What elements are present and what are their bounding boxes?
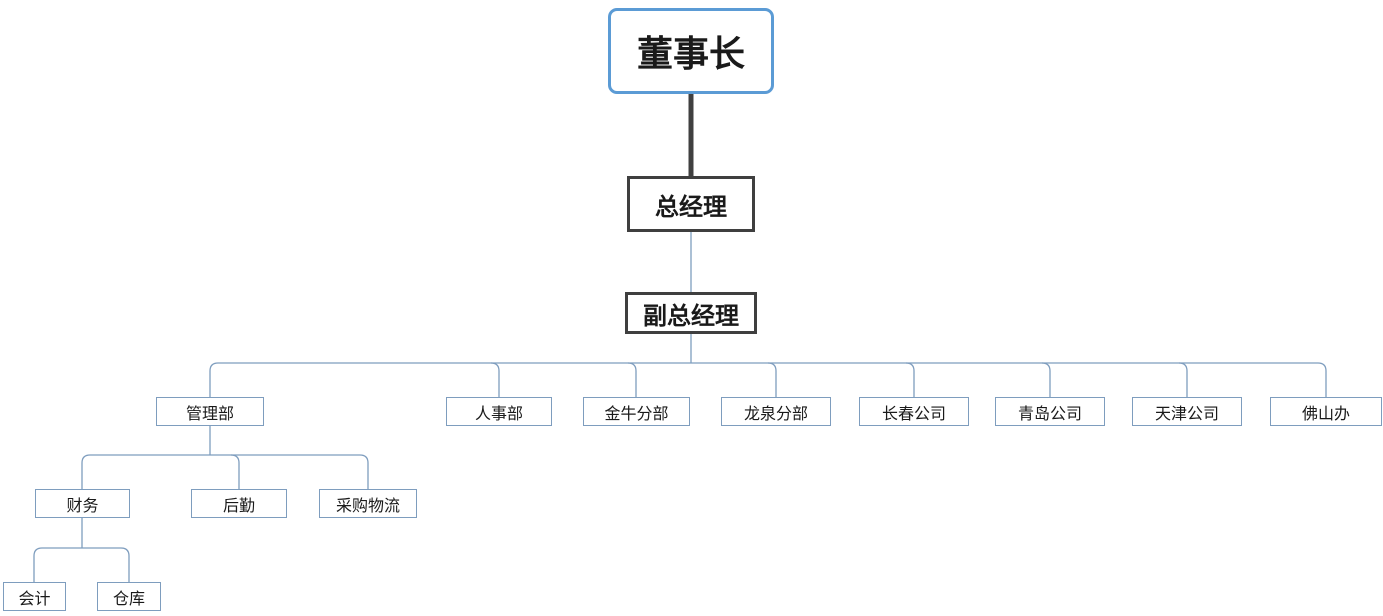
- org-node-accounting[interactable]: 会计: [3, 582, 66, 611]
- connector-level4-bus: [209, 362, 1327, 397]
- org-node-deputy-general-manager[interactable]: 副总经理: [625, 292, 757, 334]
- org-node-changchun-company[interactable]: 长春公司: [859, 397, 969, 426]
- connector-level6-bus: [33, 547, 130, 582]
- org-node-finance[interactable]: 财务: [35, 489, 130, 518]
- org-node-qingdao-company[interactable]: 青岛公司: [995, 397, 1105, 426]
- org-node-management-dept[interactable]: 管理部: [156, 397, 264, 426]
- org-node-hr-dept[interactable]: 人事部: [446, 397, 552, 426]
- org-node-general-manager[interactable]: 总经理: [627, 176, 755, 232]
- org-node-jinniu-branch[interactable]: 金牛分部: [583, 397, 690, 426]
- org-node-warehouse[interactable]: 仓库: [97, 582, 161, 611]
- org-node-tianjin-company[interactable]: 天津公司: [1132, 397, 1242, 426]
- org-node-logistics[interactable]: 后勤: [191, 489, 287, 518]
- org-node-foshan-office[interactable]: 佛山办: [1270, 397, 1382, 426]
- connector-level4-drops: [490, 362, 1188, 397]
- connector-level5-bus: [81, 454, 369, 489]
- org-node-longquan-branch[interactable]: 龙泉分部: [721, 397, 831, 426]
- org-node-procurement-logistics[interactable]: 采购物流: [319, 489, 417, 518]
- connector-level5-drop-logistics: [230, 454, 240, 489]
- org-node-chairman[interactable]: 董事长: [608, 8, 774, 94]
